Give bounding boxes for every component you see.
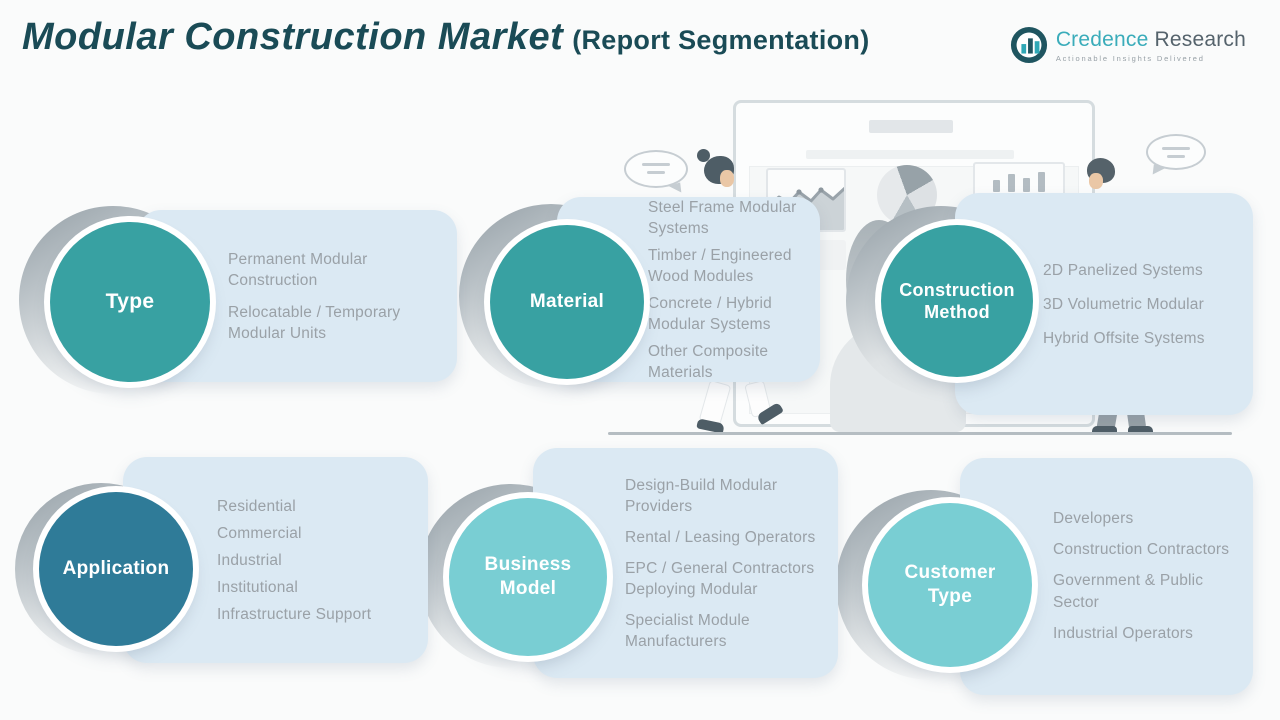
construction-method-circle: Construction Method (881, 225, 1033, 377)
segment-item: Industrial (217, 551, 282, 569)
logo-tagline: Actionable Insights Delivered (1055, 53, 1205, 63)
segment-item: Residential (217, 497, 296, 515)
logo-text: Credence Research Actionable Insights De… (1056, 28, 1246, 63)
right-person-face (1089, 173, 1103, 189)
segment-item: Commercial (217, 524, 302, 542)
speech-bubble-icon (1146, 134, 1206, 178)
bar-chart-logo-icon (1010, 26, 1047, 64)
segment-item: Rental / Leasing Operators (625, 528, 816, 546)
material-label: Material (529, 291, 605, 313)
right-person-shoe (1128, 426, 1153, 435)
segment-item: 3D Volumetric Modular (1043, 295, 1204, 313)
logo-brand: Credence Research (1056, 28, 1246, 52)
segment-item: Government & Public Sector (1053, 572, 1204, 611)
segment-item: Construction Contractors (1053, 541, 1230, 558)
page-title: Modular Construction Market (Report Segm… (22, 16, 870, 59)
segment-item: Developers (1053, 510, 1134, 527)
segment-item: Timber / Engineered Wood Modules (648, 246, 792, 285)
segment-item: Steel Frame Modular Systems (648, 198, 797, 237)
page-title-sub: (Report Segmentation) (572, 25, 870, 55)
speech-bubble-tail (1150, 164, 1166, 178)
segment-item: Other Composite Materials (648, 342, 769, 381)
segment-item: 2D Panelized Systems (1043, 261, 1203, 279)
right-person-shoe (1092, 426, 1117, 435)
bar-chart-thumbnail (973, 162, 1065, 198)
screen-title-placeholder (869, 120, 953, 133)
segment-item: Infrastructure Support (217, 605, 372, 623)
business-model-label: Business Model (484, 554, 572, 599)
segment-item: Design-Build Modular Providers (625, 476, 778, 515)
speech-bubble-tail (668, 182, 684, 196)
left-person-hair-bun (697, 149, 710, 162)
segment-item: Permanent Modular Construction (228, 250, 368, 289)
type-circle: Type (50, 222, 210, 382)
application-circle: Application (39, 492, 193, 646)
left-person-face (720, 170, 734, 187)
logo-brand-primary: Credence (1055, 27, 1149, 51)
segment-item: Hybrid Offsite Systems (1043, 329, 1205, 347)
customer-type-circle: Customer Type (868, 503, 1032, 667)
segment-item: Relocatable / Temporary Modular Units (228, 303, 401, 342)
construction-method-label: Construction Method (899, 279, 1015, 323)
business-model-circle: Business Model (449, 498, 607, 656)
screen-subtitle-placeholder (806, 150, 1014, 159)
segment-item: Industrial Operators (1053, 625, 1194, 642)
segment-item: Concrete / Hybrid Modular Systems (648, 294, 773, 333)
type-label: Type (105, 289, 155, 313)
logo-brand-secondary: Research (1154, 27, 1246, 51)
page-title-main: Modular Construction Market (22, 16, 564, 58)
application-label: Application (62, 558, 170, 580)
credence-research-logo: Credence Research Actionable Insights De… (1010, 26, 1246, 64)
ground-line (608, 432, 1232, 435)
segment-item: Institutional (217, 578, 299, 596)
material-circle: Material (490, 225, 644, 379)
construction-method-items: 2D Panelized Systems 3D Volumetric Modula… (1043, 257, 1243, 352)
speech-bubble-icon (624, 150, 688, 196)
segment-item: EPC / General Contractors Deploying Modu… (625, 559, 815, 598)
segment-item: Specialist Module Manufacturers (625, 611, 750, 650)
customer-type-label: Customer Type (904, 562, 996, 607)
